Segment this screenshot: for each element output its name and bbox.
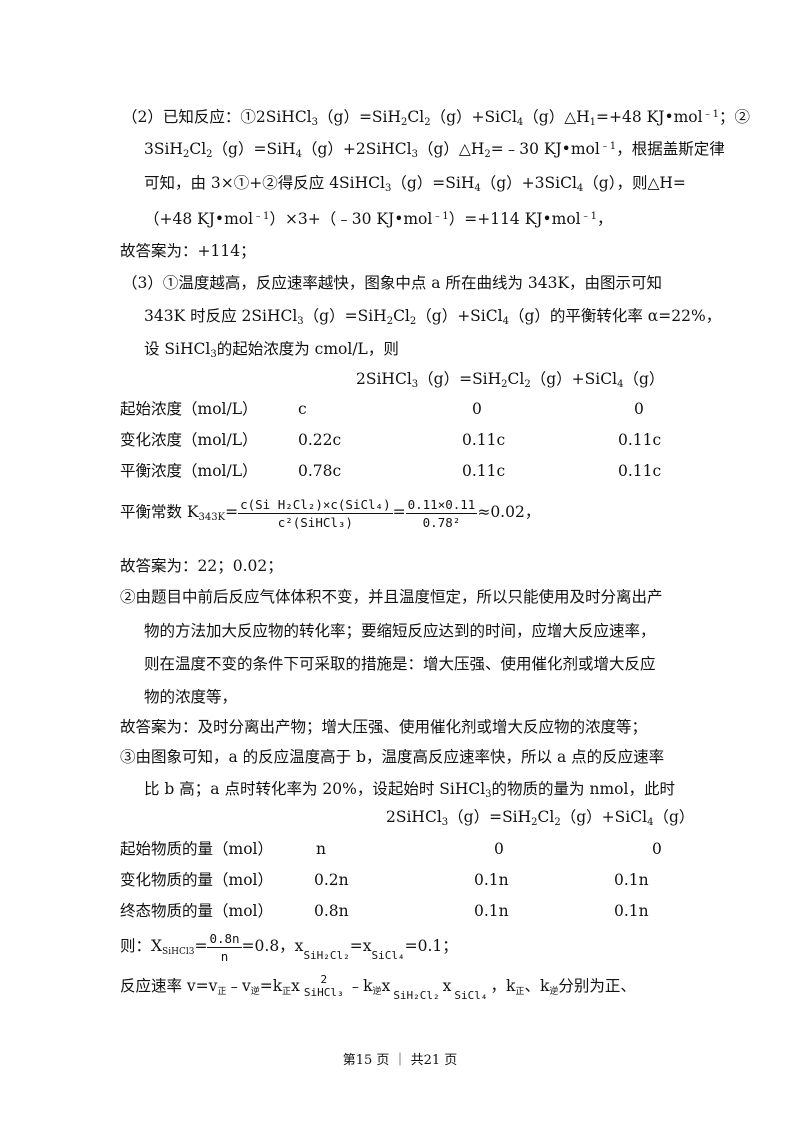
p5-table-row: 终态物质的量（mol） 0.8n 0.1n 0.1n — [120, 902, 649, 920]
page-footer: 第15 页 ｜ 共21 页 — [342, 1053, 458, 1068]
p3-table-row: 起始浓度（mol/L） c 0 0 — [120, 400, 644, 418]
p3-equation: 2SiHCl3（g）=SiH2Cl2（g）+SiCl4（g） — [356, 370, 665, 390]
k-fraction: c(Si H₂Cl₂)×c(SiCl₄)c²(SiHCl₃) — [238, 496, 393, 530]
p2-line3: 可知，由 3×①+②得反应 4SiHCl3（g）=SiH4（g）+3SiCl4（… — [144, 174, 686, 194]
p3-line3: 设 SiHCl3的起始浓度为 cmol/L，则 — [144, 340, 399, 360]
p5-table-row: 起始物质的量（mol） n 0 0 — [120, 840, 662, 858]
p4-line2: 物的方法加大反应物的转化率；要缩短反应达到的时间，应增大反应速率， — [144, 622, 656, 640]
p5-line1: ③由图象可知，a 的反应温度高于 b，温度高反应速率快，所以 a 点的反应速率 — [120, 748, 665, 766]
equilibrium-constant: 平衡常数 K343K=c(Si H₂Cl₂)×c(SiCl₄)c²(SiHCl₃… — [120, 496, 541, 530]
p3-table-row: 平衡浓度（mol/L） 0.78c 0.11c 0.11c — [120, 462, 662, 480]
p2-line4: （+48 KJ•mol﹣1）×3+（﹣30 KJ•mol﹣1）=+114 KJ•… — [144, 210, 613, 228]
p2-answer: 故答案为：+114； — [120, 242, 256, 260]
p3-line2: 343K 时反应 2SiHCl3（g）=SiH2Cl2（g）+SiCl4（g）的… — [144, 307, 722, 327]
p3-table-row: 变化浓度（mol/L） 0.22c 0.11c 0.11c — [120, 431, 662, 449]
p4-line1: ②由题目中前后反应气体体积不变，并且温度恒定，所以只能使用及时分离出产 — [120, 588, 663, 606]
p4-line3: 则在温度不变的条件下可采取的措施是：增大压强、使用催化剂或增大反应 — [144, 655, 656, 673]
p4-line4: 物的浓度等， — [144, 688, 238, 706]
p4-answer: 故答案为：及时分离出产物；增大压强、使用催化剂或增大反应物的浓度等； — [120, 718, 648, 736]
p2-line1: （2）已知反应：①2SiHCl3（g）=SiH2Cl2（g）+SiCl4（g）△… — [122, 108, 750, 128]
p5-table-row: 变化物质的量（mol） 0.2n 0.1n 0.1n — [120, 871, 649, 889]
p3-line1: （3）①温度越高，反应速率越快，图象中点 a 所在曲线为 343K，由图示可知 — [122, 274, 663, 292]
p5-line2: 比 b 高；a 点时转化率为 20%，设起始时 SiHCl3的物质的量为 nmo… — [144, 780, 675, 800]
p3-answer: 故答案为：22；0.02； — [120, 557, 283, 575]
p2-line2: 3SiH2Cl2（g）=SiH4（g）+2SiHCl3（g）△H2=﹣30 KJ… — [144, 140, 725, 160]
p5-equation: 2SiHCl3（g）=SiH2Cl2（g）+SiCl4（g） — [386, 808, 695, 828]
